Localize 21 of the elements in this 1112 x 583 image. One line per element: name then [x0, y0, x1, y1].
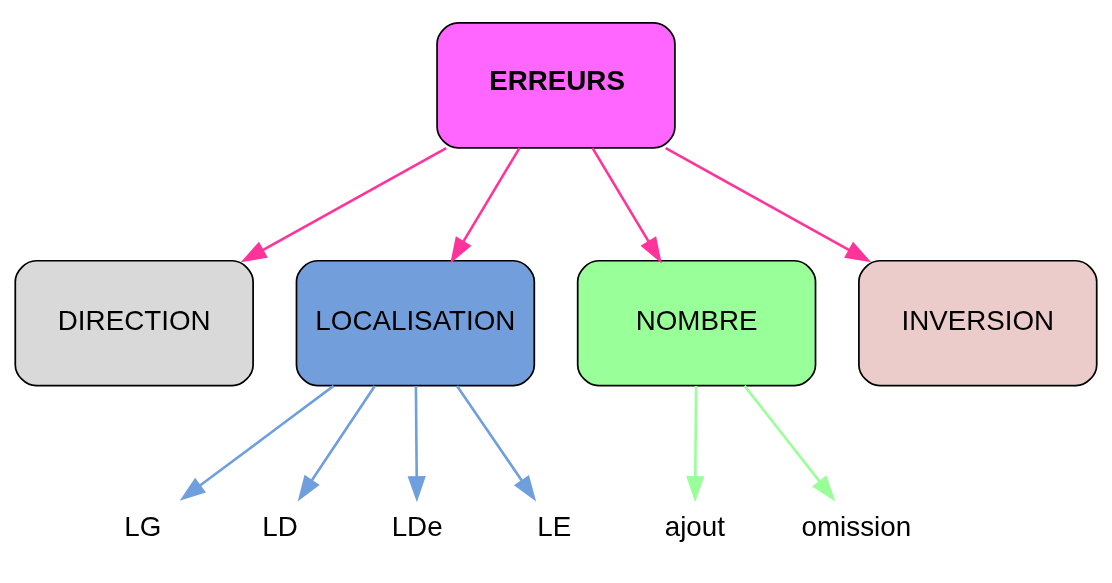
arrow [407, 385, 426, 502]
arrow [450, 146, 521, 263]
node-box: ERREURS [436, 21, 676, 149]
node-box: INVERSION [858, 259, 1098, 387]
arrow [743, 384, 836, 501]
node-text: LDe [391, 510, 443, 542]
arrow [297, 384, 376, 502]
node-box: DIRECTION [14, 259, 254, 387]
arrow [456, 384, 537, 502]
arrow [240, 146, 447, 262]
node-text: LE [537, 510, 572, 542]
node-box: NOMBRE [576, 259, 817, 387]
node-text: omission [801, 510, 912, 542]
arrow [686, 385, 705, 502]
node-text: LD [262, 510, 298, 542]
node-box: LOCALISATION [295, 259, 536, 387]
arrow [665, 146, 872, 262]
node-text: ajout [664, 510, 725, 542]
arrow [179, 384, 335, 501]
node-text: LG [124, 510, 162, 542]
arrow [591, 146, 662, 263]
